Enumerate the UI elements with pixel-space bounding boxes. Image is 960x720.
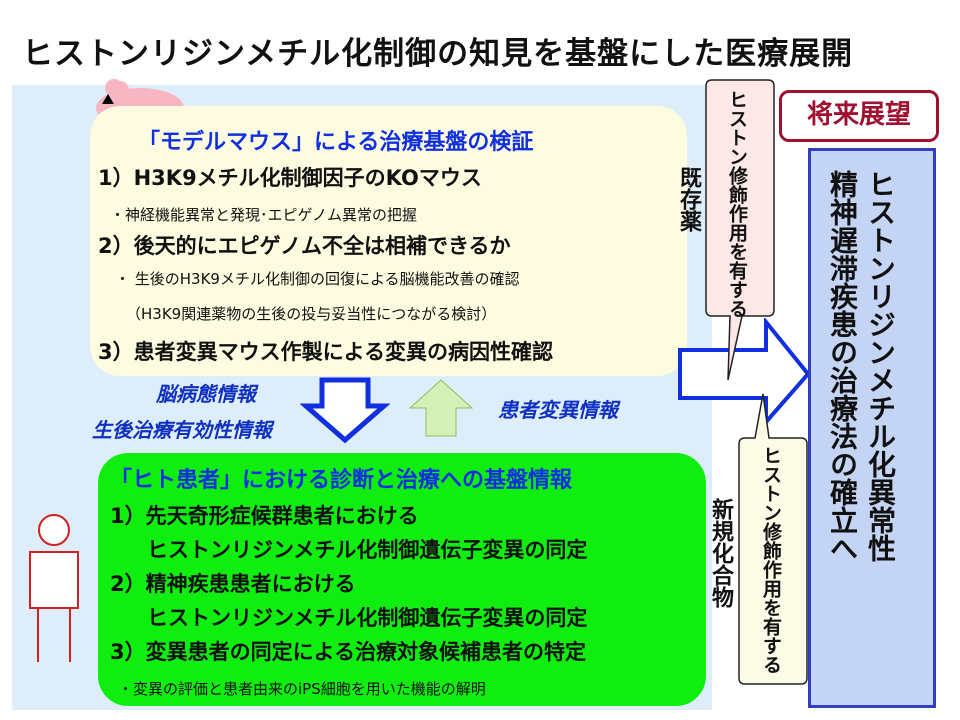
brain-pathology-info-label: 脳病態情報 bbox=[106, 378, 306, 407]
model-item-2-detail: ・ 生後のH3K9メチル化制御の回復による脳機能改善の確認 bbox=[115, 268, 520, 289]
down-arrow-icon bbox=[300, 376, 390, 444]
future-line-2: 精神遅滞疾患の治療法の確立へ bbox=[826, 170, 858, 562]
new-compound-label: 新規化合物 bbox=[704, 498, 736, 608]
model-item-1: 1）H3K9メチル化制御因子のKOマウス bbox=[98, 162, 482, 192]
up-arrow-icon bbox=[408, 378, 474, 438]
model-item-2: 2）後天的にエピゲノム不全は相補できるか bbox=[98, 230, 511, 260]
treatment-efficacy-info-label: 生後治療有効性情報 bbox=[52, 414, 312, 443]
human-item-1: 1）先天奇形症候群患者における bbox=[110, 500, 419, 530]
human-item-3: 3）変異患者の同定による治療対象候補患者の特定 bbox=[110, 636, 586, 666]
human-item-1-gene: ヒストンリジンメチル化制御遺伝子変異の同定 bbox=[147, 534, 587, 564]
page-title: ヒストンリジンメチル化制御の知見を基盤にした医療展開 bbox=[22, 28, 952, 73]
future-line-1: ヒストンリジンメチル化異常性 bbox=[864, 170, 896, 562]
human-item-2-gene: ヒストンリジンメチル化制御遺伝子変異の同定 bbox=[147, 602, 587, 632]
human-heading: 「ヒト患者」における診断と治療への基盤情報 bbox=[110, 462, 572, 494]
model-heading: 「モデルマウス」による治療基盤の検証 bbox=[138, 124, 533, 156]
human-item-3-detail: ・変異の評価と患者由来のiPS細胞を用いた機能の解明 bbox=[118, 678, 486, 699]
callout-new-text: ヒストン修飾作用を有する bbox=[760, 446, 782, 676]
future-outlook-label: 将来展望 bbox=[779, 90, 939, 142]
person-icon bbox=[14, 512, 94, 672]
model-item-1-detail: ・神経機能異常と発現･エピゲノム異常の把握 bbox=[110, 204, 417, 225]
human-item-2: 2）精神疾患患者における bbox=[110, 568, 356, 598]
patient-mutation-info-label: 患者変異情報 bbox=[498, 394, 618, 423]
model-item-2-note: （H3K9関連薬物の生後の投与妥当性につながる検討） bbox=[126, 303, 496, 324]
callout-existing-text: ヒストン修飾作用を有する bbox=[726, 90, 748, 320]
existing-drug-label: 既存薬 bbox=[672, 166, 704, 232]
model-item-3: 3）患者変異マウス作製による変異の病因性確認 bbox=[98, 336, 553, 366]
